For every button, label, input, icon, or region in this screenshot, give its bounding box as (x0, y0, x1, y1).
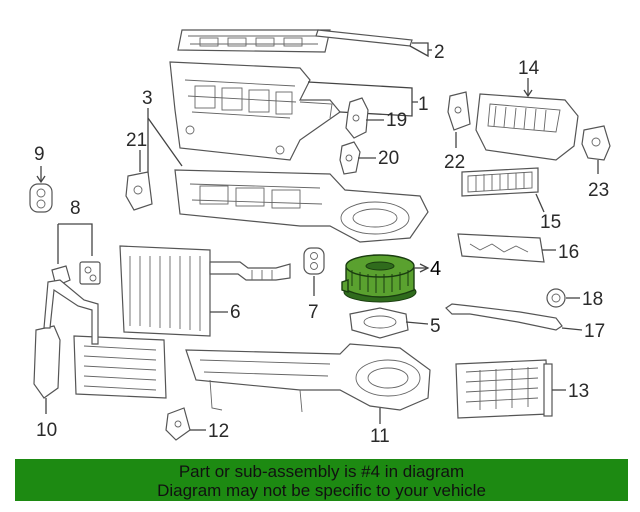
part-16-door (457, 233, 545, 263)
part-13-heater-core (455, 359, 553, 419)
callout-22: 22 (444, 152, 465, 173)
part-4-blower-motor (341, 254, 417, 303)
callout-9: 9 (34, 144, 45, 165)
callout-6: 6 (230, 302, 241, 323)
callout-8: 8 (70, 198, 81, 219)
part-9-grommet (29, 183, 53, 213)
callout-4: 4 (430, 258, 441, 280)
callout-13: 13 (568, 381, 589, 402)
callout-12: 12 (208, 421, 229, 442)
banner-line-2: Diagram may not be specific to your vehi… (157, 481, 486, 500)
callout-19: 19 (386, 110, 407, 131)
callout-21: 21 (126, 130, 147, 151)
part-12-actuator (165, 407, 191, 441)
callout-20: 20 (378, 148, 399, 169)
parts-diagram: 2 1 19 20 3 21 (29, 29, 611, 447)
part-1-upper-housing (169, 61, 341, 161)
banner-line-1: Part or sub-assembly is #4 in diagram (178, 462, 465, 481)
info-banner: Part or sub-assembly is #4 in diagram Di… (15, 459, 628, 501)
callout-16: 16 (558, 242, 579, 263)
callout-5: 5 (430, 316, 441, 337)
part-6-evaporator (119, 245, 291, 337)
callout-14: 14 (518, 58, 540, 79)
part-11-lower-housing (185, 343, 431, 413)
part-21-actuator (125, 171, 153, 211)
part-20-bracket (339, 141, 361, 175)
callout-10: 10 (36, 420, 57, 441)
part-17-drain-tube (445, 303, 563, 331)
callout-23: 23 (588, 180, 609, 201)
callout-18: 18 (582, 289, 603, 310)
callout-3: 3 (142, 88, 153, 109)
callout-15: 15 (540, 212, 561, 233)
part-19-bracket (345, 97, 369, 139)
part-15-filter (461, 167, 539, 197)
part-23-actuator (581, 125, 611, 161)
part-10-heater-assembly (33, 279, 167, 399)
part-22-actuator (447, 91, 471, 131)
part-18-plug (546, 288, 566, 308)
part-7-seal (303, 247, 325, 275)
part-14-housing (475, 93, 579, 161)
part-3-mid-housing (174, 169, 429, 243)
callout-17: 17 (584, 321, 605, 342)
callout-11: 11 (370, 426, 390, 447)
callout-2: 2 (434, 42, 445, 63)
part-5-housing-seal (349, 307, 409, 339)
callout-1: 1 (418, 94, 429, 115)
part-2-seal (177, 29, 413, 53)
callout-7: 7 (308, 302, 319, 323)
